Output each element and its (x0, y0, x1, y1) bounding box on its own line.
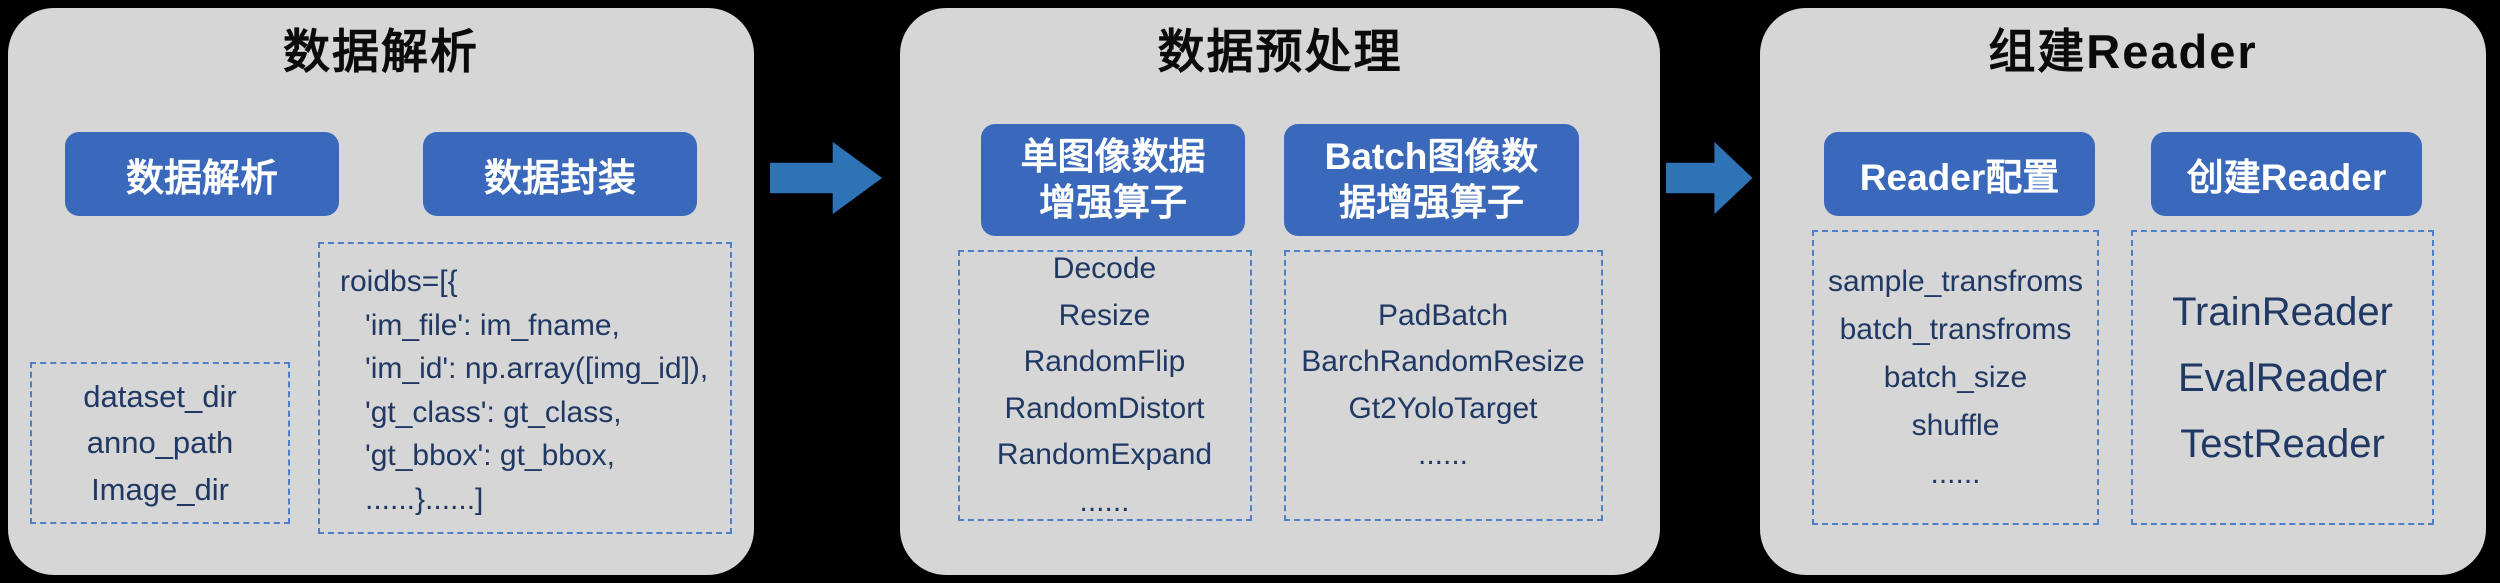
panel1-box-row: dataset_dir anno_path Image_dir roidbs=[… (8, 242, 754, 535)
chip-data-packaging: 数据封装 (423, 132, 697, 217)
reader-types-box: TrainReader EvalReader TestReader (2131, 230, 2434, 526)
batch-augment-ops-box: PadBatch BarchRandomResize Gt2YoloTarget… (1283, 250, 1603, 522)
panel2-box-row: Decode Resize RandomFlip RandomDistort R… (900, 250, 1660, 522)
panel2-chip-row: 单图像数据 增强算子 Batch图像数 据增强算子 (900, 124, 1660, 237)
panel3-box-row: sample_transfroms batch_transfroms batch… (1760, 230, 2486, 526)
flow-gap-1 (754, 0, 900, 216)
chip-single-image-augment: 单图像数据 增强算子 (981, 124, 1245, 237)
panel-title-data-preprocessing: 数据预处理 (1157, 25, 1403, 78)
chip-batch-image-augment: Batch图像数 据增强算子 (1284, 124, 1579, 237)
panel-title-build-reader: 组建Reader (1988, 25, 2258, 78)
reader-config-fields-box: sample_transfroms batch_transfroms batch… (1812, 230, 2099, 526)
chip-reader-config: Reader配置 (1824, 132, 2095, 217)
chip-create-reader: 创建Reader (2151, 132, 2422, 217)
panel-build-reader: 组建Reader Reader配置 创建Reader sample_transf… (1760, 8, 2486, 575)
dataset-paths-box: dataset_dir anno_path Image_dir (30, 362, 290, 525)
panel-data-parsing: 数据解析 数据解析 数据封装 dataset_dir anno_path Ima… (8, 8, 754, 575)
panel3-chip-row: Reader配置 创建Reader (1760, 132, 2486, 217)
chip-data-parsing: 数据解析 (65, 132, 339, 217)
panel-title-data-parsing: 数据解析 (283, 25, 479, 78)
roidbs-code-box: roidbs=[{ 'im_file': im_fname, 'im_id': … (318, 242, 732, 535)
panel-data-preprocessing: 数据预处理 单图像数据 增强算子 Batch图像数 据增强算子 Decode R… (900, 8, 1660, 575)
flow-arrow-icon (770, 141, 883, 215)
flow-gap-2 (1660, 0, 1760, 216)
panel1-chip-row: 数据解析 数据封装 (8, 132, 754, 217)
flow-arrow-icon (1666, 141, 1753, 215)
single-augment-ops-box: Decode Resize RandomFlip RandomDistort R… (957, 250, 1252, 522)
